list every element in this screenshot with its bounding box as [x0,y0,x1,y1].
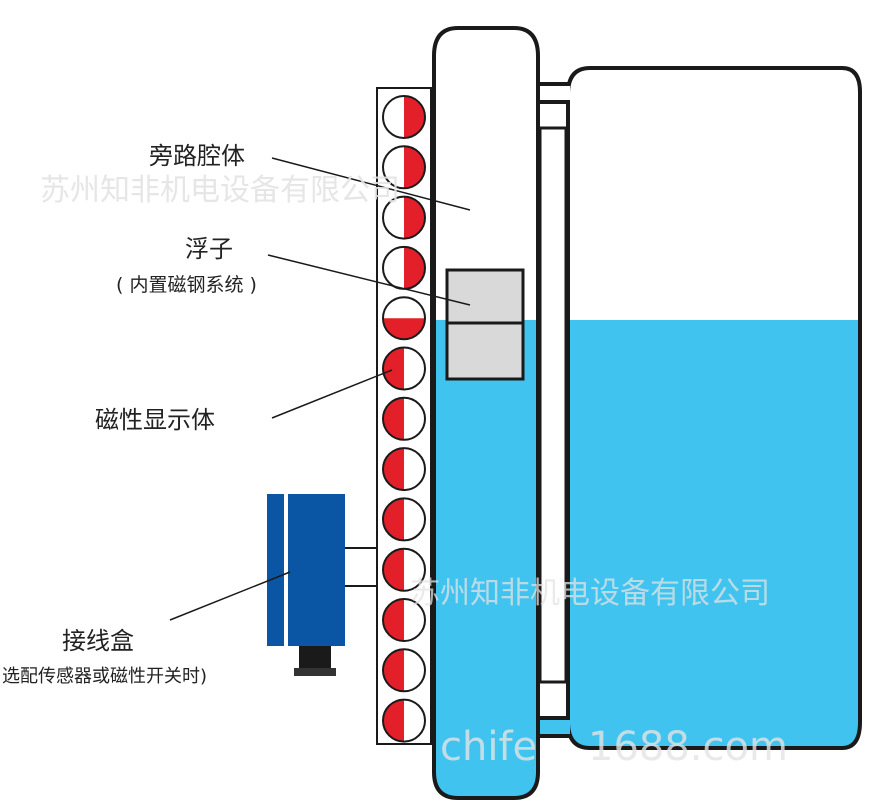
cable-gland [299,646,331,668]
label-float-subtitle: ( 内置磁钢系统 ) [116,274,257,296]
cable-gland-nut [294,668,336,676]
indicator-flap [382,145,426,190]
label-junction-box: 接线盒 [62,627,134,655]
watermark-company-bottom: 苏州知非机电设备有限公司 [410,576,770,611]
indicator-flaps [382,95,426,743]
label-junction-box-subtitle: 选配传感器或磁性开关时) [2,666,207,687]
lower-connector-fill [536,718,570,736]
junction-box-connector [342,547,380,587]
indicator-flap [382,95,426,139]
leader-junction [169,571,291,621]
label-bypass-chamber: 旁路腔体 [149,142,245,170]
indicator-flap [382,195,426,240]
guide-rod [538,126,568,684]
indicator-flap [382,245,426,290]
bypass-liquid [434,320,538,798]
indicator-flap [382,447,426,492]
leader-float [267,254,471,306]
junction-box-stripe [284,494,288,646]
upper-connector-fill [536,84,570,102]
indicator-flap [382,396,426,441]
bypass-chamber [432,26,540,800]
label-magnetic-display: 磁性显示体 [95,406,215,434]
float-lower [445,321,525,381]
watermark-site: chife 1688.com [440,724,788,770]
leader-bypass [271,157,471,211]
junction-box [267,494,345,646]
tank-liquid [568,320,860,748]
bypass-liquid-fill [434,320,538,798]
indicator-flap [382,598,426,642]
indicator-flap [382,497,426,542]
watermark-company-top: 苏州知非机电设备有限公司 [40,173,400,208]
indicator-flap [382,346,426,391]
tank-liquid-fill [568,320,860,748]
indicator-flap [382,296,426,341]
label-float: 浮子 [185,235,233,263]
indicator-flap [382,547,426,592]
float-upper [445,268,525,325]
leader-display [271,369,393,419]
indicator-flap [382,648,426,693]
indicator-flap [382,698,426,743]
